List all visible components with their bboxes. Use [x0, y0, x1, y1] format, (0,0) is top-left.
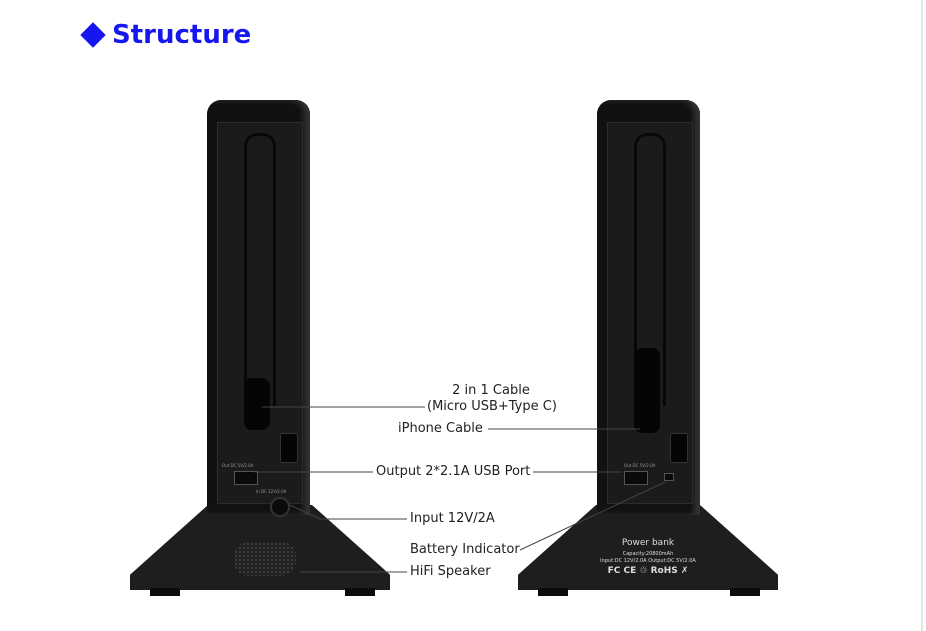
cable-panel: Out DC 5V/2.0A In DC 12V/2.0A: [217, 122, 303, 504]
print-certs: FC CE ♲ RoHS ✗: [607, 566, 689, 576]
page-border: [921, 0, 923, 631]
line-input: [289, 504, 407, 520]
speaker-grill: [234, 542, 296, 576]
label-2in1-line1: 2 in 1 Cable: [452, 383, 530, 398]
print-capacity: Capacity:20800mAh: [622, 551, 674, 557]
label-battery-indicator: Battery Indicator: [410, 542, 520, 557]
device-body: Out DC 5V/2.0A In DC 12V/2.0A: [207, 100, 310, 515]
device-body: Out DC 5V/2.0A: [597, 100, 700, 515]
label-hifi-speaker: HiFi Speaker: [410, 564, 491, 579]
usb-port: [624, 471, 648, 485]
plug-holder: [280, 433, 298, 463]
label-input: Input 12V/2A: [410, 511, 495, 526]
out-print: Out DC 5V/2.0A: [222, 463, 254, 468]
dc-input-jack: [270, 497, 290, 517]
foot: [150, 588, 180, 596]
foot: [538, 588, 568, 596]
in-print: In DC 12V/2.0A: [256, 489, 287, 494]
label-2in1-line2: (Micro USB+Type C): [427, 399, 557, 414]
line-battery: [519, 481, 666, 551]
foot: [345, 588, 375, 596]
plug-holder: [670, 433, 688, 463]
usb-port: [234, 471, 258, 485]
label-output-port: Output 2*2.1A USB Port: [376, 464, 531, 479]
cable: [244, 133, 276, 406]
label-iphone-cable: iPhone Cable: [398, 421, 483, 436]
out-print: Out DC 5V/2.0A: [624, 463, 656, 468]
print-spec: Input:DC 12V/2.0A Output:DC 5V/2.0A: [600, 558, 696, 564]
battery-indicator-button: [664, 473, 674, 481]
title-text: Structure: [112, 20, 252, 50]
foot: [730, 588, 760, 596]
print-brand: Power bank: [621, 538, 675, 548]
section-title: Structure: [80, 20, 251, 50]
micro-usb-plug: [244, 378, 270, 430]
lightning-plug: [634, 348, 660, 433]
cable-panel: Out DC 5V/2.0A: [607, 122, 693, 504]
cable: [634, 133, 666, 406]
